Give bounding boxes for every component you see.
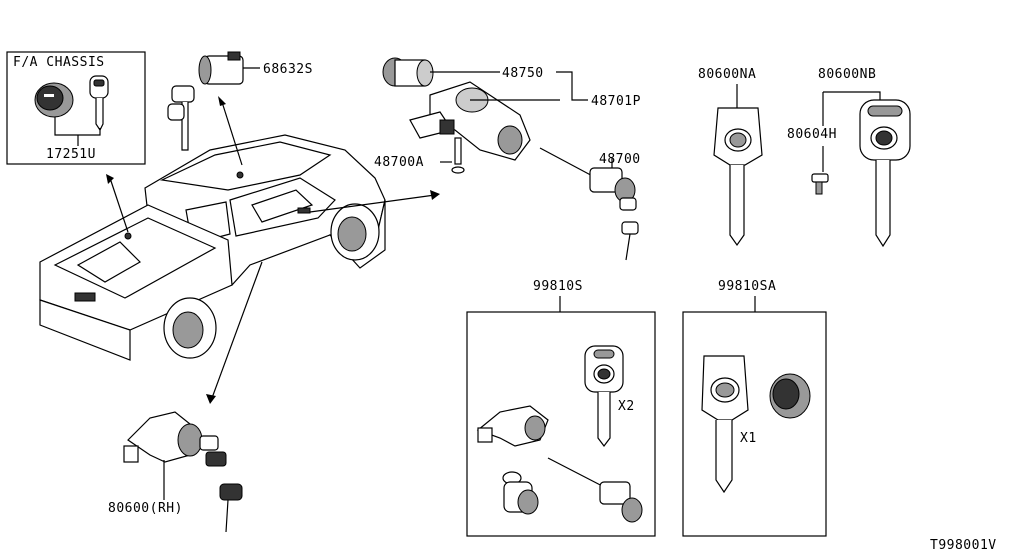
part-48700-label: 48700 xyxy=(599,152,641,167)
kit-99810sa-box: 99810SA X1 xyxy=(682,279,827,537)
part-17251u-label: 17251U xyxy=(46,147,96,162)
part-80600rh-label: 80600(RH) xyxy=(108,501,183,516)
part-80604h-label: 80604H xyxy=(787,127,837,142)
callout-arrows xyxy=(106,96,440,404)
kit-99810s-box: 99810S X2 xyxy=(466,279,656,537)
part-68632s-glove-box-lock: 68632S xyxy=(167,51,313,151)
fa-chassis-box: F/A CHASSIS 17251U xyxy=(6,51,146,165)
part-68632s-label: 68632S xyxy=(263,62,313,77)
part-48700a-label: 48700A xyxy=(374,155,424,170)
part-99810s-label: 99810S xyxy=(533,279,583,294)
part-80600na-key: 80600NA xyxy=(698,67,763,247)
part-80600nb-label: 80600NB xyxy=(818,67,876,82)
fa-chassis-label: F/A CHASSIS xyxy=(13,55,105,70)
part-99810sa-label: 99810SA xyxy=(718,279,776,294)
part-80600rh-door-lock: 80600(RH) xyxy=(108,411,243,533)
part-80600na-label: 80600NA xyxy=(698,67,756,82)
fuel-lid-cylinder-icon xyxy=(34,82,74,118)
drawing-number: T998001V xyxy=(930,538,997,553)
fa-key-icon xyxy=(89,75,109,132)
steering-lock-assembly: 48750 48701P 48700A 48700 xyxy=(374,57,641,261)
pickup-truck-illustration xyxy=(39,134,386,361)
part-48750-label: 48750 xyxy=(502,66,544,81)
qty-x2-label: X2 xyxy=(618,399,635,414)
qty-x1-label: X1 xyxy=(740,431,757,446)
part-48701p-label: 48701P xyxy=(591,94,641,109)
part-80600nb-key: 80600NB 80604H xyxy=(787,67,911,248)
